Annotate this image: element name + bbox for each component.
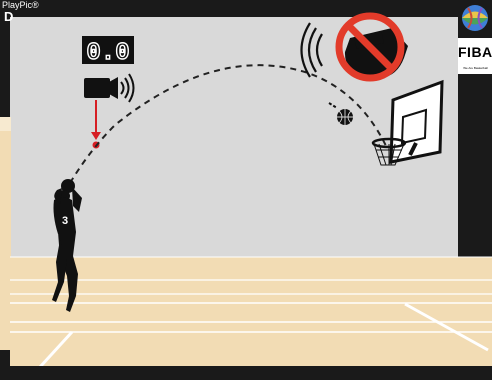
left-floor-edge bbox=[0, 130, 11, 350]
shot-clock-value: 0.0 bbox=[86, 40, 129, 67]
player-jersey-number: 3 bbox=[62, 215, 68, 227]
fiba-logo bbox=[458, 5, 492, 74]
frame-bottom bbox=[0, 366, 492, 380]
camera-icon bbox=[84, 77, 118, 99]
shot-clock-display: 0.0 bbox=[82, 36, 134, 67]
left-floor-top bbox=[0, 117, 11, 131]
panel-letter: D bbox=[4, 9, 13, 24]
basketball-icon bbox=[337, 109, 353, 125]
fiba-logo-tagline: We Are Basketball bbox=[459, 66, 492, 70]
fiba-logo-name: FIBA bbox=[458, 44, 492, 60]
